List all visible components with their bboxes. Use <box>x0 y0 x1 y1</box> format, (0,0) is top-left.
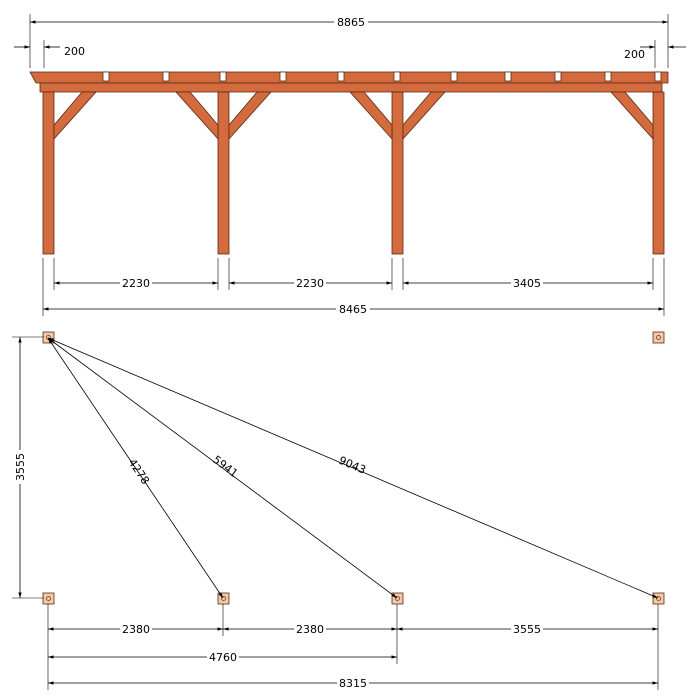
dim-overall-top-label: 8865 <box>337 16 365 29</box>
dim-sum-label: 4760 <box>209 651 237 664</box>
dim-bay-3-label: 3405 <box>513 277 541 290</box>
dim-diag-1-label: 4278 <box>126 456 152 486</box>
dim-spans: 2380 2380 3555 4760 8315 <box>47 604 659 690</box>
dim-depth-label: 3555 <box>14 453 27 481</box>
elevation-view: 8865 200 200 <box>14 14 686 316</box>
dim-overhang-right: 200 <box>624 40 686 68</box>
dim-diagonals: 4278 5941 9043 <box>47 337 659 599</box>
post-3 <box>391 91 404 255</box>
dim-span-1-label: 2380 <box>122 623 150 636</box>
braces <box>53 91 654 141</box>
dim-bay-2-label: 2230 <box>296 277 324 290</box>
dim-overhang-right-label: 200 <box>624 48 645 61</box>
post-2 <box>217 91 230 255</box>
dim-overhang-left-label: 200 <box>64 45 85 58</box>
dim-overall-plan-label: 8315 <box>339 677 367 690</box>
dim-span-3-label: 3555 <box>513 623 541 636</box>
dim-overall-bottom: 8465 <box>42 258 665 316</box>
plan-view: 4278 5941 9043 3555 2380 2380 3 <box>12 331 665 690</box>
post-1 <box>42 91 55 255</box>
dim-diag-3-label: 9043 <box>337 454 368 477</box>
dim-span-2-label: 2380 <box>296 623 324 636</box>
dim-overall-top: 8865 <box>29 14 669 68</box>
post-4 <box>652 91 665 255</box>
dim-depth: 3555 <box>12 336 44 599</box>
top-purlin <box>29 71 669 84</box>
main-beam <box>39 82 663 93</box>
dim-overhang-left: 200 <box>14 40 85 68</box>
dim-overall-bottom-label: 8465 <box>339 303 367 316</box>
dim-diag-2-label: 5941 <box>210 453 240 480</box>
dim-bay-1-label: 2230 <box>122 277 150 290</box>
dim-bays: 2230 2230 3405 <box>53 258 654 290</box>
